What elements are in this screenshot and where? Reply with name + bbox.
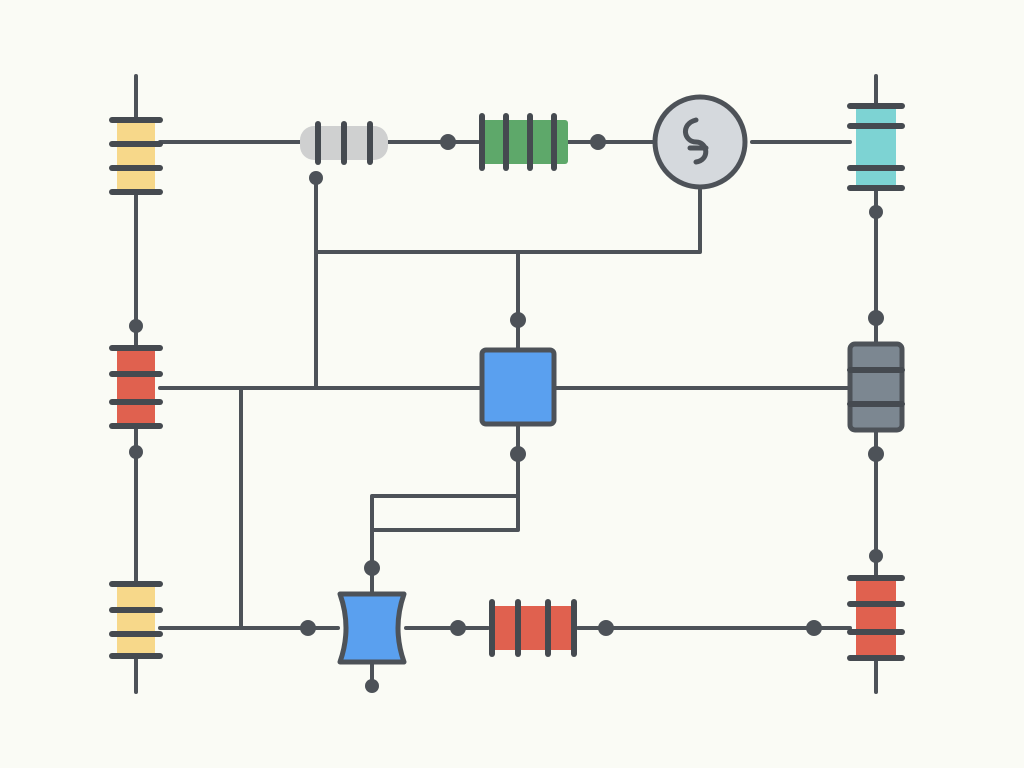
node-left-1 xyxy=(129,319,143,333)
yellow-resistor-icon xyxy=(109,117,163,195)
node-bottom-b xyxy=(450,620,466,636)
chip-fuse-wire-a xyxy=(370,424,520,594)
red-resistor-icon xyxy=(847,575,905,661)
node-chip-top xyxy=(510,312,526,328)
chip-fuse-wire-b xyxy=(370,494,520,532)
yellow-resistor-icon xyxy=(109,581,163,659)
green-resistor-icon xyxy=(479,113,568,171)
node-top-b xyxy=(590,134,606,150)
dark-gray-component-icon xyxy=(847,341,905,433)
node-chip-bottom xyxy=(510,446,526,462)
node-gray-tap xyxy=(309,171,323,185)
node-fuse-bottom xyxy=(365,679,379,693)
red-resistor-icon xyxy=(109,345,163,429)
cyan-capacitor-icon xyxy=(847,103,905,191)
junction-nodes xyxy=(129,134,884,693)
blue-chip-icon xyxy=(479,347,557,427)
blue-fuse-icon xyxy=(337,591,407,665)
node-bottom-c xyxy=(598,620,614,636)
ac-source-icon xyxy=(652,94,748,190)
node-top-a xyxy=(440,134,456,150)
node-bottom-d xyxy=(806,620,822,636)
node-right-4 xyxy=(869,549,883,563)
source-feedback-wire xyxy=(314,188,702,254)
node-right-1 xyxy=(869,205,883,219)
node-left-2 xyxy=(129,445,143,459)
node-fuse-top xyxy=(364,560,380,576)
red-resistor-icon xyxy=(489,599,577,657)
node-right-3 xyxy=(868,446,884,462)
gray-resistor-icon xyxy=(300,121,388,165)
node-bottom-a xyxy=(300,620,316,636)
node-right-2 xyxy=(868,310,884,326)
